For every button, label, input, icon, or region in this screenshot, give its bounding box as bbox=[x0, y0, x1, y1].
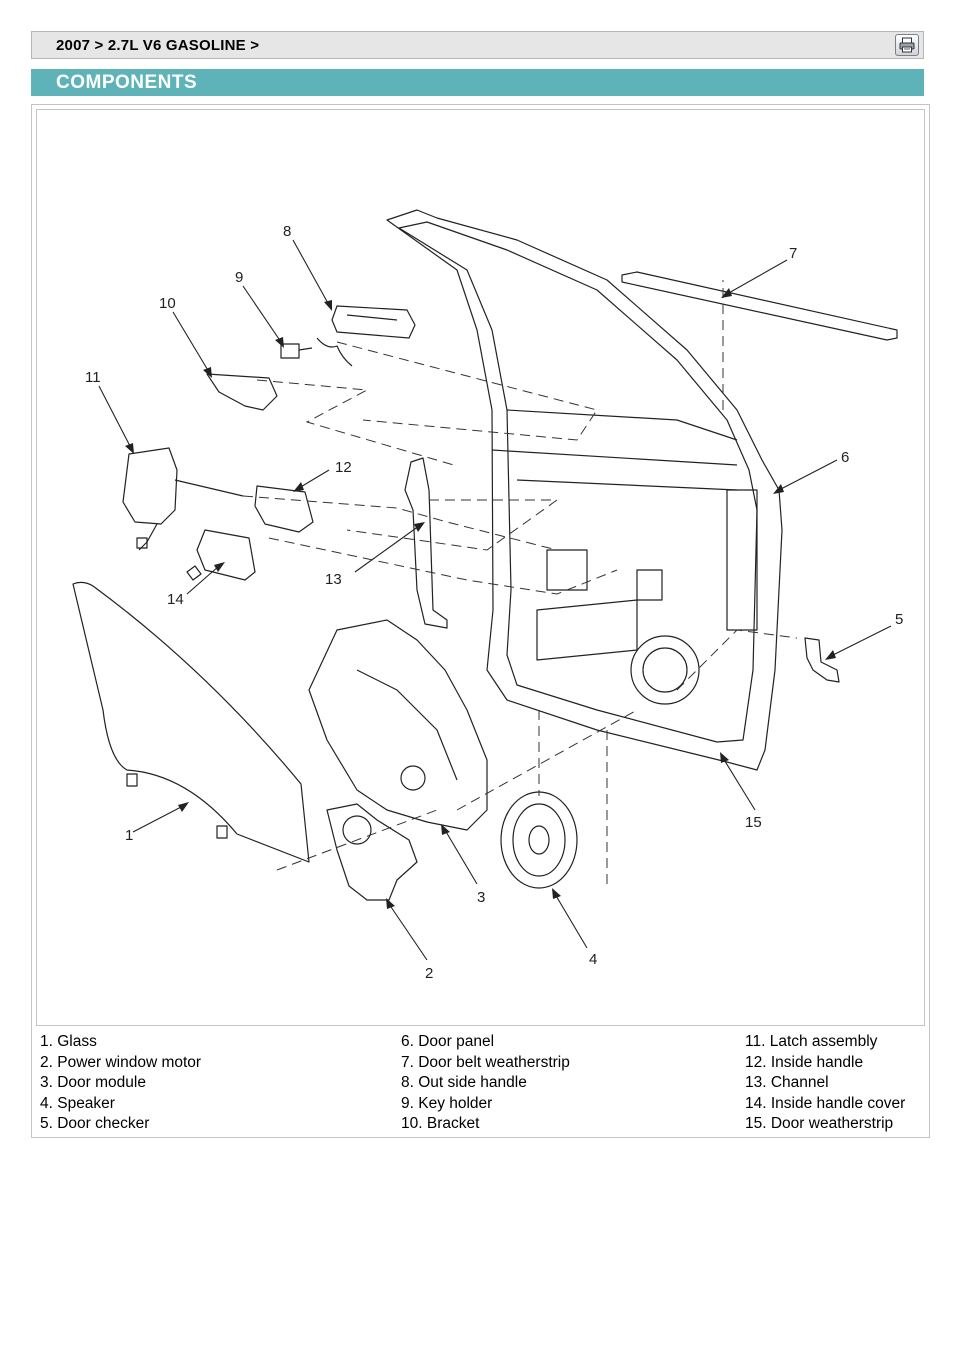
inside-handle-cover-shape bbox=[196, 529, 256, 581]
callout-7: 7 bbox=[789, 245, 797, 262]
power-window-motor-shape bbox=[326, 803, 418, 901]
callout-3: 3 bbox=[477, 889, 485, 906]
legend-item: 9. Key holder bbox=[401, 1094, 493, 1112]
breadcrumb: 2007 > 2.7L V6 GASOLINE > bbox=[31, 31, 924, 59]
callout-1: 1 bbox=[125, 827, 133, 844]
legend-item: 2. Power window motor bbox=[40, 1053, 202, 1071]
exploded-diagram: 7 8 9 10 11 12 6 13 14 5 bbox=[36, 109, 925, 1026]
latch-assembly-shape bbox=[122, 447, 178, 525]
belt-weatherstrip-shape bbox=[621, 271, 898, 341]
legend-item: 10. Bracket bbox=[401, 1115, 480, 1132]
callout-12: 12 bbox=[335, 459, 352, 476]
outside-handle-shape bbox=[331, 305, 416, 339]
legend-item: 13. Channel bbox=[745, 1074, 829, 1091]
callout-11: 11 bbox=[85, 369, 101, 386]
callout-4: 4 bbox=[589, 951, 597, 968]
section-title: COMPONENTS bbox=[56, 72, 198, 93]
callout-10: 10 bbox=[159, 295, 176, 312]
components-legend: 1. Glass 2. Power window motor 3. Door m… bbox=[37, 1032, 927, 1136]
door-checker-shape bbox=[804, 637, 840, 683]
legend-column-3: 11. Latch assembly 12. Inside handle 13.… bbox=[745, 1032, 905, 1135]
legend-item: 8. Out side handle bbox=[401, 1074, 527, 1091]
legend-item: 14. Inside handle cover bbox=[745, 1094, 906, 1112]
legend-item: 1. Glass bbox=[40, 1033, 97, 1050]
channel-shape bbox=[404, 457, 448, 629]
breadcrumb-path[interactable]: 2007 > 2.7L V6 GASOLINE > bbox=[56, 37, 260, 54]
figure-frame: 7 8 9 10 11 12 6 13 14 5 bbox=[31, 104, 930, 1138]
legend-item: 11. Latch assembly bbox=[745, 1033, 878, 1050]
callout-6: 6 bbox=[841, 449, 849, 466]
legend-item: 5. Door checker bbox=[40, 1115, 150, 1132]
legend-item: 12. Inside handle bbox=[745, 1053, 864, 1071]
door-components-illustration: 7 8 9 10 11 12 6 13 14 5 bbox=[72, 209, 903, 982]
legend-item: 4. Speaker bbox=[40, 1094, 115, 1112]
callout-8: 8 bbox=[283, 223, 291, 240]
bracket-shape bbox=[206, 373, 278, 411]
legend-item: 7. Door belt weatherstrip bbox=[401, 1053, 570, 1071]
inside-handle-shape bbox=[254, 485, 314, 533]
callout-14: 14 bbox=[167, 591, 184, 608]
key-holder-shape bbox=[280, 343, 300, 359]
print-button[interactable] bbox=[895, 34, 919, 56]
door-panel-shape bbox=[386, 209, 783, 771]
legend-column-2: 6. Door panel 7. Door belt weatherstrip … bbox=[401, 1032, 570, 1135]
callout-9: 9 bbox=[235, 269, 243, 286]
section-header: COMPONENTS bbox=[31, 69, 924, 96]
callout-15: 15 bbox=[745, 814, 762, 831]
printer-icon bbox=[899, 37, 915, 53]
glass-shape bbox=[72, 581, 310, 863]
legend-item: 6. Door panel bbox=[401, 1033, 495, 1050]
callout-5: 5 bbox=[895, 611, 903, 628]
legend-item: 3. Door module bbox=[40, 1074, 146, 1091]
callout-2: 2 bbox=[425, 965, 433, 982]
door-module-shape bbox=[308, 619, 488, 831]
legend-item: 15. Door weatherstrip bbox=[745, 1115, 894, 1132]
callout-13: 13 bbox=[325, 571, 342, 588]
legend-column-1: 1. Glass 2. Power window motor 3. Door m… bbox=[40, 1032, 201, 1135]
